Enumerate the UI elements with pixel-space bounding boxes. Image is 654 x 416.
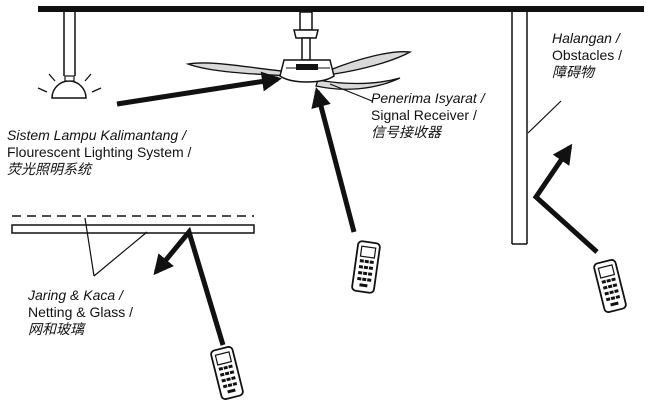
label-obstacles: Halangan / Obstacles / 障碍物 xyxy=(552,30,622,81)
remote-control-center xyxy=(350,239,382,295)
arrow-reflect-glass xyxy=(153,226,226,346)
arrow-remote-to-receiver xyxy=(311,87,357,233)
label-lighting-english: Flourescent Lighting System / xyxy=(7,144,192,160)
label-lighting-chinese: 荧光照明系统 xyxy=(7,161,91,177)
label-netting-chinese: 网和玻璃 xyxy=(28,321,84,337)
remote-control-right xyxy=(592,258,628,314)
label-obstacles-chinese: 障碍物 xyxy=(552,64,594,80)
label-obstacles-malay: Halangan / xyxy=(552,30,620,46)
arrow-reflect-obstacle xyxy=(532,143,599,254)
arrow-light-to-receiver xyxy=(116,71,282,107)
ceiling-fan xyxy=(185,11,413,90)
leader-obstacles xyxy=(527,100,562,134)
label-netting-malay: Jaring & Kaca / xyxy=(28,287,123,303)
label-signal-receiver: Penerima Isyarat / Signal Receiver / 信号接… xyxy=(371,90,485,141)
light-fixture xyxy=(37,12,102,99)
leader-netting-1 xyxy=(84,217,95,277)
leader-netting-2 xyxy=(93,231,148,277)
obstacle-pillar xyxy=(511,12,528,245)
label-receiver-malay: Penerima Isyarat / xyxy=(371,90,485,106)
label-receiver-english: Signal Receiver / xyxy=(371,107,477,123)
label-obstacles-english: Obstacles / xyxy=(552,47,623,63)
label-lighting-malay: Sistem Lampu Kalimantang / xyxy=(7,127,186,143)
ceiling-beam xyxy=(38,6,644,12)
label-netting-english: Netting & Glass / xyxy=(28,304,134,320)
label-lighting-system: Sistem Lampu Kalimantang / Flourescent L… xyxy=(7,127,191,178)
label-netting-glass: Jaring & Kaca / Netting & Glass / 网和玻璃 xyxy=(28,287,133,338)
remote-control-bottom xyxy=(209,345,245,401)
netting-and-glass xyxy=(11,215,255,234)
leader-receiver xyxy=(329,83,373,102)
label-receiver-chinese: 信号接收器 xyxy=(371,124,441,140)
